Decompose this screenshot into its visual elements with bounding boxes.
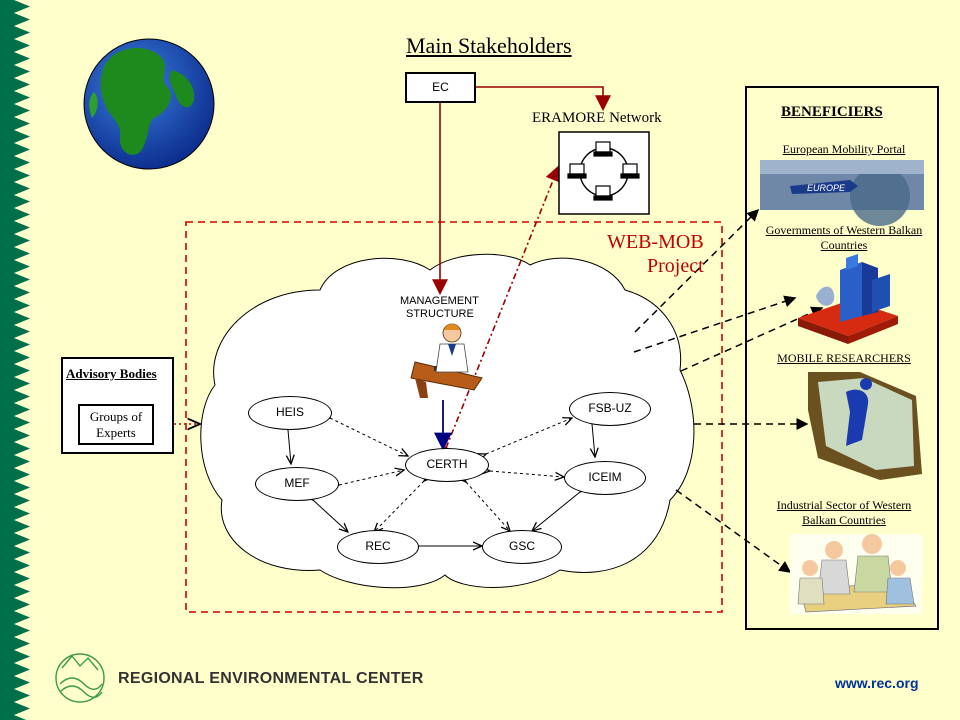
rec-logo-icon xyxy=(55,653,105,703)
government-buildings-image xyxy=(798,254,898,344)
industrial-team-image xyxy=(790,534,922,614)
groups-of-experts-box: Groups of Experts xyxy=(78,404,154,445)
beneficier-researchers-label: MOBILE RESEARCHERS xyxy=(777,351,911,365)
ec-links xyxy=(432,86,611,463)
footer-organization: REGIONAL ENVIRONMENTAL CENTER xyxy=(118,670,424,687)
node-iceim: ICEIM xyxy=(564,461,646,495)
mobile-researcher-image xyxy=(808,372,922,480)
node-rec-label: REC xyxy=(365,539,391,553)
project-label: WEB-MOB Project xyxy=(607,230,704,278)
node-mef-label: MEF xyxy=(284,476,310,490)
page-title: Main Stakeholders xyxy=(406,33,572,58)
groups-of-experts-label: Groups of Experts xyxy=(89,409,143,440)
node-iceim-label: ICEIM xyxy=(588,470,622,484)
node-mef: MEF xyxy=(255,467,339,501)
node-gsc: GSC xyxy=(482,530,562,564)
management-line2: STRUCTURE xyxy=(406,308,474,320)
node-certh: CERTH xyxy=(405,448,489,482)
eramore-network-icon xyxy=(558,131,650,215)
beneficier-links xyxy=(633,208,824,573)
eramore-label: ERAMORE Network xyxy=(532,110,662,126)
management-line1: MANAGEMENT xyxy=(400,295,479,307)
node-gsc-label: GSC xyxy=(508,539,535,553)
globe-icon xyxy=(83,38,215,170)
node-heis: HEIS xyxy=(248,396,332,430)
advisory-bodies-title: Advisory Bodies xyxy=(66,366,157,381)
beneficiers-panel: BENEFICIERS European Mobility Portal EUR… xyxy=(745,86,939,630)
beneficier-industrial-label: Industrial Sector of Western Balkan Coun… xyxy=(776,498,912,527)
beneficier-portal-label: European Mobility Portal xyxy=(782,142,906,156)
beneficiers-title: BENEFICIERS xyxy=(781,104,883,120)
node-rec: REC xyxy=(337,530,419,564)
europe-image-text: EUROPE xyxy=(807,183,846,193)
node-fsb-uz-label: FSB-UZ xyxy=(588,401,632,415)
beneficier-governments-label: Governments of Western Balkan Countries xyxy=(765,223,923,252)
manager-at-desk-icon xyxy=(410,323,483,398)
node-certh-label: CERTH xyxy=(426,457,468,471)
project-label-line2: Project xyxy=(647,255,704,277)
ec-box: EC xyxy=(405,72,476,103)
decorative-zigzag-border xyxy=(0,0,30,720)
node-heis-label: HEIS xyxy=(275,405,304,419)
ec-label: EC xyxy=(432,80,449,94)
internal-links xyxy=(288,418,595,546)
footer-url-link[interactable]: www.rec.org xyxy=(835,675,919,691)
node-fsb-uz: FSB-UZ xyxy=(569,392,651,426)
management-structure-label: MANAGEMENT STRUCTURE xyxy=(400,295,479,321)
advisory-bodies-panel: Advisory Bodies Groups of Experts xyxy=(61,357,174,454)
europe-portal-image xyxy=(760,160,924,226)
project-label-line1: WEB-MOB xyxy=(607,231,704,253)
